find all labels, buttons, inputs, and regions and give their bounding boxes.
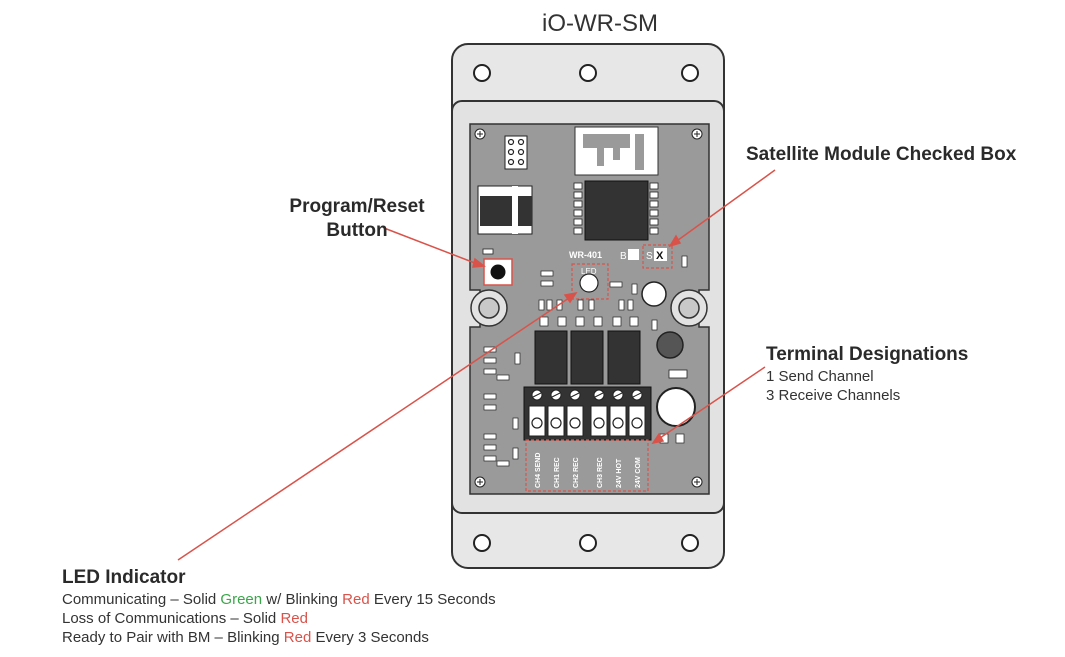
callout-terminal-line2: 3 Receive Channels (766, 387, 901, 404)
terminal-label: CH3 REC (597, 457, 604, 488)
mount-hole (473, 534, 491, 552)
leader-terminal (656, 366, 766, 441)
satellite-highlight (642, 244, 673, 269)
leader-program-reset (383, 227, 481, 266)
terminal-label: CH2 REC (573, 457, 580, 488)
relay (607, 330, 641, 385)
radio-chip (584, 180, 649, 241)
callout-program-reset-line1: Program/Reset (289, 196, 425, 217)
mount-hole (681, 64, 699, 82)
callout-terminal: Terminal Designations 1 Send Channel 3 R… (766, 343, 968, 405)
callout-terminal-title: Terminal Designations (766, 344, 969, 365)
leader-lines (177, 169, 776, 561)
terminal-label: 24V COM (635, 457, 642, 488)
terminal-label: 24V HOT (616, 458, 623, 488)
callout-led: LED Indicator Communicating – Solid Gree… (62, 566, 496, 647)
callout-program-reset-line2: Button (326, 220, 388, 241)
satellite-checkbox-mark: X (656, 250, 664, 262)
callout-program-reset: Program/Reset Button (272, 195, 442, 243)
leader-satellite (673, 169, 776, 244)
capacitor (641, 281, 667, 307)
led-highlight (571, 263, 609, 300)
led-line-loss: Loss of Communications – Solid Red (62, 610, 308, 627)
led-line-communicating: Communicating – Solid Green w/ Blinking … (62, 591, 496, 608)
mount-hole (579, 534, 597, 552)
leader-led (177, 295, 573, 561)
standoff (478, 297, 500, 319)
capacitor (656, 387, 696, 427)
screw (474, 128, 703, 488)
model-label: WR-401 (569, 250, 602, 260)
device-title: iO-WR-SM (542, 10, 658, 37)
led-indicator (579, 273, 599, 293)
callout-terminal-line1: 1 Send Channel (766, 368, 874, 385)
standoff (678, 297, 700, 319)
relay (570, 330, 604, 385)
capacitor (656, 331, 684, 359)
switch-s-label: S (646, 251, 653, 262)
switch-b-label: B (620, 251, 627, 262)
led-label: LED (581, 267, 597, 276)
terminal-highlight (525, 439, 649, 492)
relay (534, 330, 568, 385)
callout-led-title: LED Indicator (62, 567, 186, 588)
switch-b-box (628, 249, 639, 260)
terminal-label: CH1 REC (554, 457, 561, 488)
satellite-checkbox (654, 248, 667, 261)
mount-hole (473, 64, 491, 82)
led-line-ready: Ready to Pair with BM – Blinking Red Eve… (62, 629, 429, 646)
callout-satellite: Satellite Module Checked Box (746, 144, 1017, 165)
mount-hole (579, 64, 597, 82)
terminal-label: CH4 SEND (535, 453, 542, 488)
mount-hole (681, 534, 699, 552)
smd-parts (483, 255, 688, 467)
